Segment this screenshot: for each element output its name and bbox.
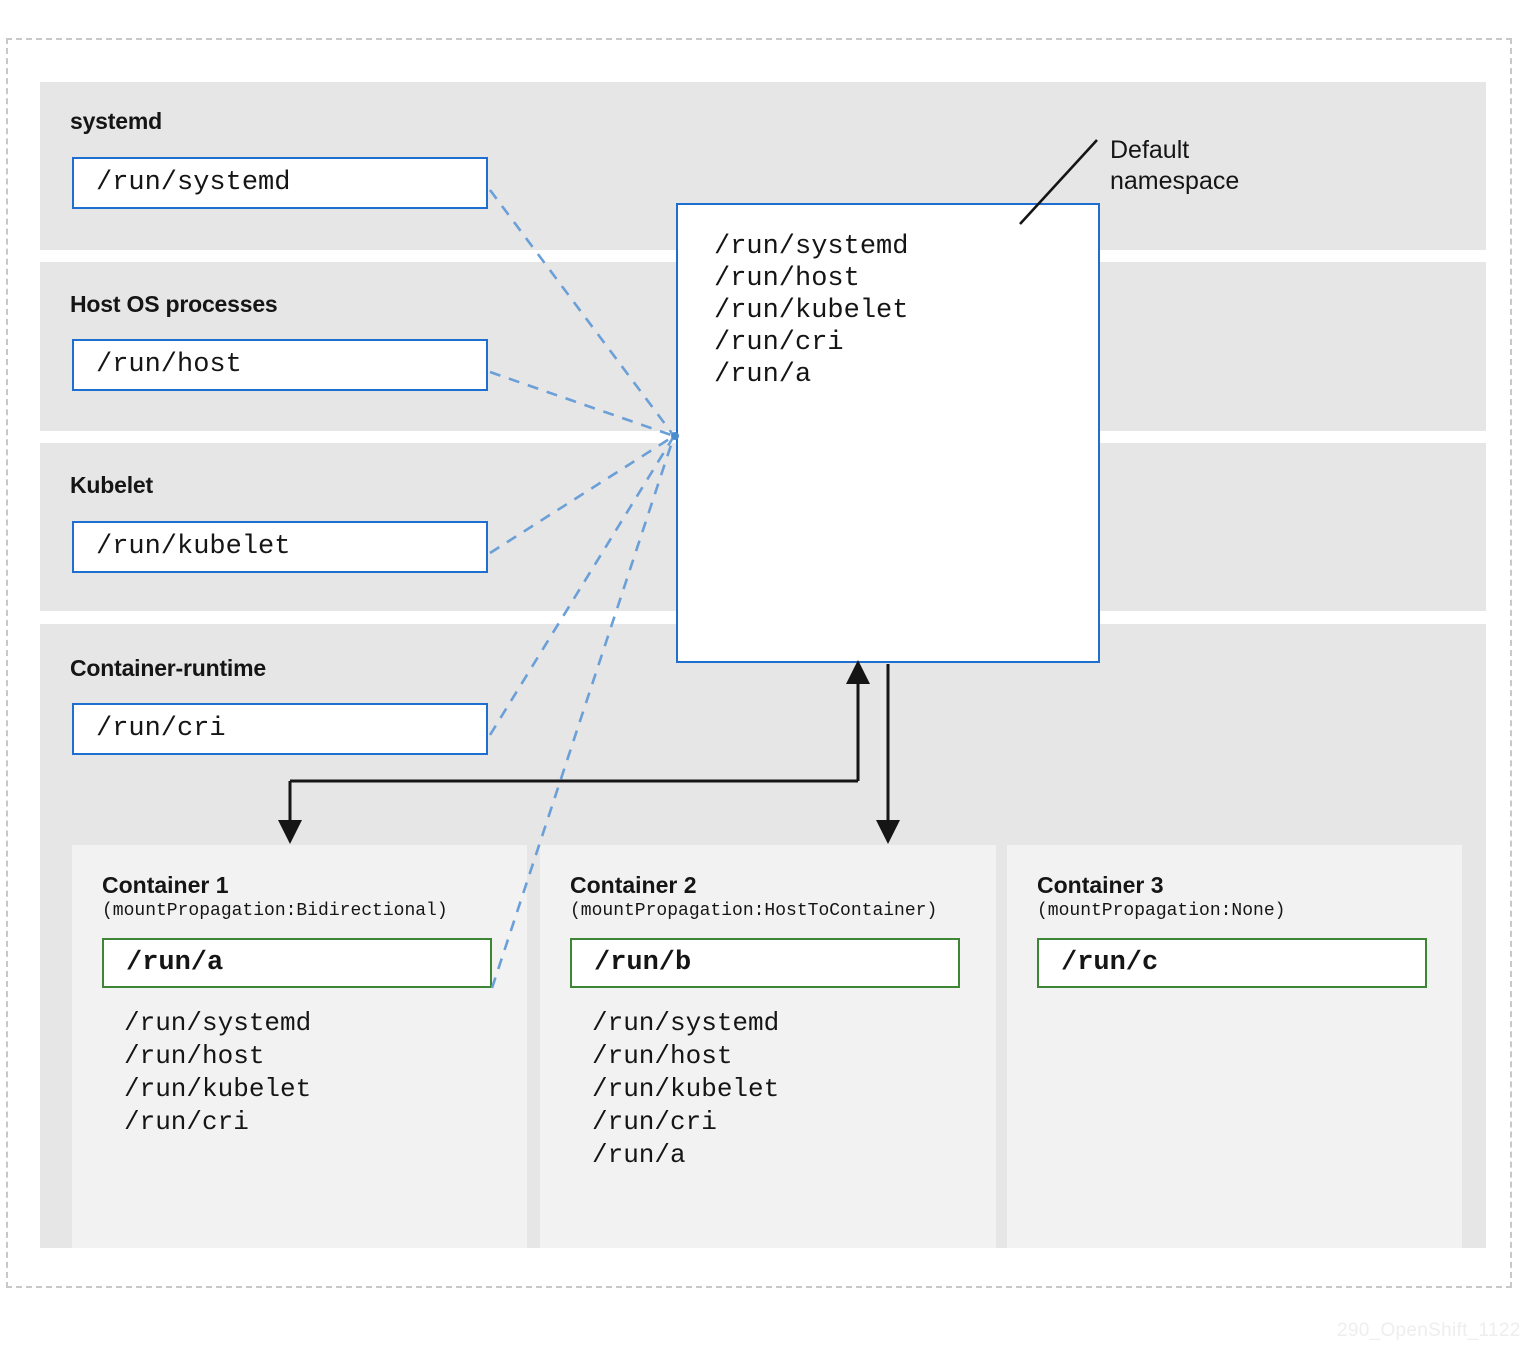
footer-image-code: 290_OpenShift_1122 [1337, 1320, 1520, 1341]
default-namespace-label: Default namespace [1110, 136, 1240, 195]
host-path-box-host: /run/host [72, 339, 488, 391]
container-card-2: Container 2 (mountPropagation:HostToCont… [540, 845, 996, 1248]
container-2-title: Container 2 [570, 872, 697, 898]
section-title-kubelet: Kubelet [70, 472, 153, 498]
container-3-mount-propagation: (mountPropagation:None) [1037, 901, 1286, 921]
container-1-mount-box: /run/a [102, 938, 492, 988]
container-card-1: Container 1 (mountPropagation:Bidirectio… [72, 845, 527, 1248]
host-path-box-systemd: /run/systemd [72, 157, 488, 209]
host-path-box-cri: /run/cri [72, 703, 488, 755]
container-1-title: Container 1 [102, 872, 229, 898]
container-3-title: Container 3 [1037, 872, 1164, 898]
container-3-mount-box: /run/c [1037, 938, 1427, 988]
default-namespace-mount-list: /run/systemd /run/host /run/kubelet /run… [714, 232, 909, 390]
section-title-container-runtime: Container-runtime [70, 655, 266, 681]
host-path-box-kubelet: /run/kubelet [72, 521, 488, 573]
section-title-host-os-processes: Host OS processes [70, 291, 278, 317]
container-1-mount-propagation: (mountPropagation:Bidirectional) [102, 901, 448, 921]
default-namespace-box: /run/systemd /run/host /run/kubelet /run… [676, 203, 1100, 663]
container-card-3: Container 3 (mountPropagation:None) /run… [1007, 845, 1462, 1248]
section-title-systemd: systemd [70, 108, 162, 134]
container-2-mount-box: /run/b [570, 938, 960, 988]
outer-dashed-frame [6, 38, 1512, 1288]
container-2-mount-propagation: (mountPropagation:HostToContainer) [570, 901, 938, 921]
container-2-path-list: /run/systemd /run/host /run/kubelet /run… [592, 1008, 780, 1170]
container-1-path-list: /run/systemd /run/host /run/kubelet /run… [124, 1008, 312, 1137]
